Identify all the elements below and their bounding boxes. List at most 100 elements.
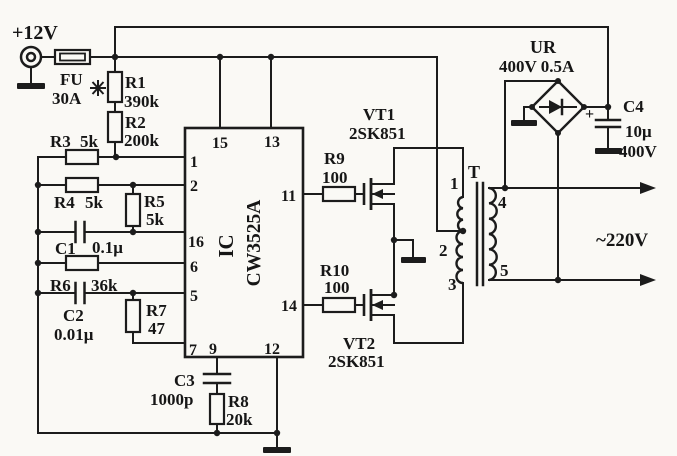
supply-rail-wire [89, 56, 464, 232]
c3-ref: C3 [174, 371, 195, 390]
r7-value: 47 [148, 319, 166, 338]
output-arrow-icon [640, 182, 656, 194]
resistor-r5 [124, 192, 142, 228]
ic-part-number: CW3525A [244, 200, 265, 287]
ic-pin-11: 11 [281, 188, 296, 205]
r5-value: 5k [146, 210, 165, 229]
capacitor-c2 [74, 281, 86, 305]
ic-pin-2: 2 [190, 178, 198, 195]
c3-value: 1000p [150, 390, 193, 409]
resistor-r9 [321, 185, 357, 203]
dc-input-terminal [19, 45, 43, 69]
transformer-ref: T [468, 162, 480, 182]
vt2-ref: VT2 [343, 334, 375, 353]
bridge-ac1-wire [504, 80, 559, 189]
vt1-drain-wire [393, 147, 464, 198]
ic-label: IC [214, 234, 238, 257]
vt1-part: 2SK851 [349, 124, 406, 143]
fuse-fu [53, 48, 92, 66]
r2-ref: R2 [125, 113, 146, 132]
supply-label: +12V [12, 22, 58, 44]
mosfet-vt2 [362, 289, 395, 321]
c4-ref: C4 [623, 97, 644, 116]
r4-ref: R4 [54, 193, 75, 212]
r1-ref: R1 [125, 73, 146, 92]
r8-ref: R8 [228, 392, 249, 411]
r10-ref: R10 [320, 261, 349, 280]
ic-pin-16: 16 [188, 234, 204, 251]
c2-value: 0.01μ [54, 325, 94, 344]
ic-pin-1: 1 [190, 154, 198, 171]
fuse-value: 30A [52, 89, 82, 108]
ur-rating: 400V 0.5A [499, 57, 575, 76]
c4-value: 10μ [625, 122, 652, 141]
resistor-r7 [124, 298, 142, 334]
ic-pin-9: 9 [209, 341, 217, 358]
c1-value: 0.1μ [92, 238, 123, 257]
primary-winding [455, 195, 464, 285]
r9-value: 100 [322, 168, 348, 187]
r3-value: 5k [80, 132, 99, 151]
ic-pin-12: 12 [264, 341, 280, 358]
secondary-winding [488, 186, 498, 282]
r6-value: 36k [91, 276, 118, 295]
output-arrow-icon [640, 274, 656, 286]
capacitor-c3 [202, 372, 232, 385]
tap-4: 4 [498, 193, 507, 212]
ic-pin-15: 15 [212, 135, 228, 152]
transformer-t [455, 181, 498, 287]
resistor-r1 [106, 70, 124, 104]
c1-ref: C1 [55, 239, 76, 258]
r1-value: 390k [124, 92, 160, 111]
ic-pin-14: 14 [281, 298, 297, 315]
resistor-r2 [106, 110, 124, 144]
r3-ref: R3 [50, 132, 71, 151]
c4-polarity: + [585, 106, 594, 123]
tap-2: 2 [439, 241, 448, 260]
transformer-core [475, 181, 485, 287]
resistor-r8 [208, 392, 226, 426]
diode-icon [549, 100, 562, 114]
r10-value: 100 [324, 278, 350, 297]
fuse-ref: FU [60, 70, 83, 89]
c4-rating: 400V [619, 142, 658, 161]
resistor-r4 [64, 176, 100, 194]
vt2-part: 2SK851 [328, 352, 385, 371]
r9-ref: R9 [324, 149, 345, 168]
ur-ref: UR [530, 37, 557, 57]
ic-cw3525a-body [183, 126, 305, 359]
tap-5: 5 [500, 261, 509, 280]
ground-icon [263, 447, 291, 453]
c2-ref: C2 [63, 306, 84, 325]
capacitor-c4 [594, 118, 622, 129]
r6-ref: R6 [50, 276, 71, 295]
adjust-mark-icon [90, 80, 106, 96]
top-rail-wire [114, 26, 609, 108]
resistor-r10 [321, 296, 357, 314]
ic-pin-6: 6 [190, 259, 198, 276]
bridge-rectifier-ur [530, 79, 586, 135]
ground-icon [595, 148, 622, 154]
r5-ref: R5 [144, 192, 165, 211]
r4-value: 5k [85, 193, 104, 212]
r7-ref: R7 [146, 301, 167, 320]
r2-value: 200k [124, 131, 160, 150]
resistor-r3 [64, 148, 100, 166]
junction-dots [34, 53, 612, 437]
ic-pin-5: 5 [190, 288, 198, 305]
capacitor-c1 [74, 220, 86, 244]
vt2-drain-wire [393, 282, 464, 344]
output-label: ~220V [596, 230, 648, 251]
resistor-r6 [64, 254, 100, 272]
ic-pin-7: 7 [189, 342, 197, 359]
terminal-icon [19, 45, 43, 69]
vt1-ref: VT1 [363, 105, 395, 124]
mosfet-vt1 [362, 178, 395, 210]
ground-icon [401, 257, 426, 263]
tap-1: 1 [450, 174, 459, 193]
ground-icon [511, 120, 537, 126]
ground-icon [17, 83, 45, 89]
ic-pin-13: 13 [264, 134, 280, 151]
